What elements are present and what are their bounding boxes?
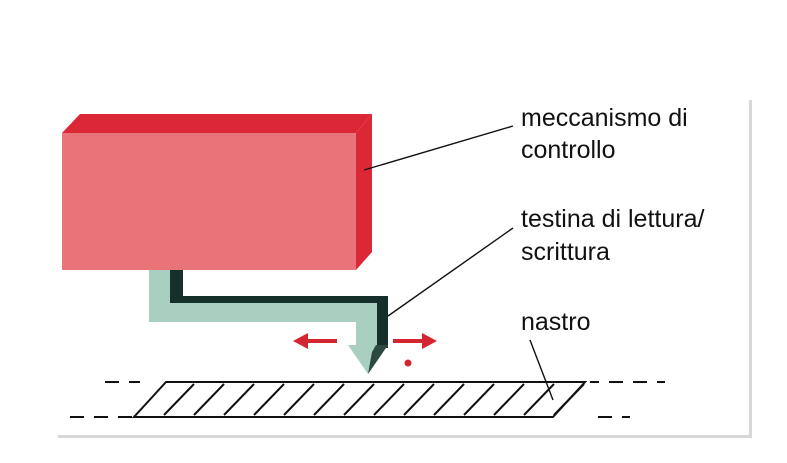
- control-label-line2: controllo: [521, 136, 616, 164]
- tape-hatch-line: [373, 383, 405, 416]
- tape-hatch-line: [463, 383, 495, 416]
- tape-hatch-line: [223, 383, 255, 416]
- head-tip-shadow: [368, 345, 388, 374]
- tape-hatch-line: [433, 383, 465, 416]
- block-side-face: [356, 114, 372, 270]
- tape-hatch-line: [403, 383, 435, 416]
- block-front-face: [62, 133, 356, 270]
- tape-hatch-line: [313, 383, 345, 416]
- head-label-line1: testina di lettura/: [521, 205, 704, 233]
- read-write-head: [149, 270, 388, 374]
- tape: [70, 376, 665, 422]
- block-top-face: [62, 114, 372, 133]
- labels: meccanismo di controllo testina di lettu…: [521, 104, 704, 336]
- tape-hatch-line: [163, 383, 195, 416]
- tape-hatch-line: [343, 383, 375, 416]
- head-leader-line: [387, 227, 514, 317]
- arrow-left-icon: [293, 333, 337, 349]
- tape-hatch-line: [253, 383, 285, 416]
- tape-label: nastro: [521, 308, 590, 336]
- tape-hatch-line: [193, 383, 225, 416]
- control-leader-line: [363, 125, 514, 171]
- movement-arrows: [293, 333, 437, 367]
- control-mechanism-block: [62, 114, 372, 270]
- tape-hatch-line: [283, 383, 315, 416]
- head-arm-body: [149, 270, 377, 347]
- red-dot: [404, 359, 412, 367]
- tape-hatching: [163, 383, 585, 416]
- tape-hatch-line: [553, 383, 585, 416]
- tape-leader-line: [529, 339, 554, 401]
- arrow-right-icon: [393, 333, 437, 349]
- control-label-line1: meccanismo di: [521, 104, 688, 132]
- tape-hatch-line: [493, 383, 525, 416]
- head-label-line2: scrittura: [521, 238, 610, 266]
- leader-lines: [363, 125, 554, 401]
